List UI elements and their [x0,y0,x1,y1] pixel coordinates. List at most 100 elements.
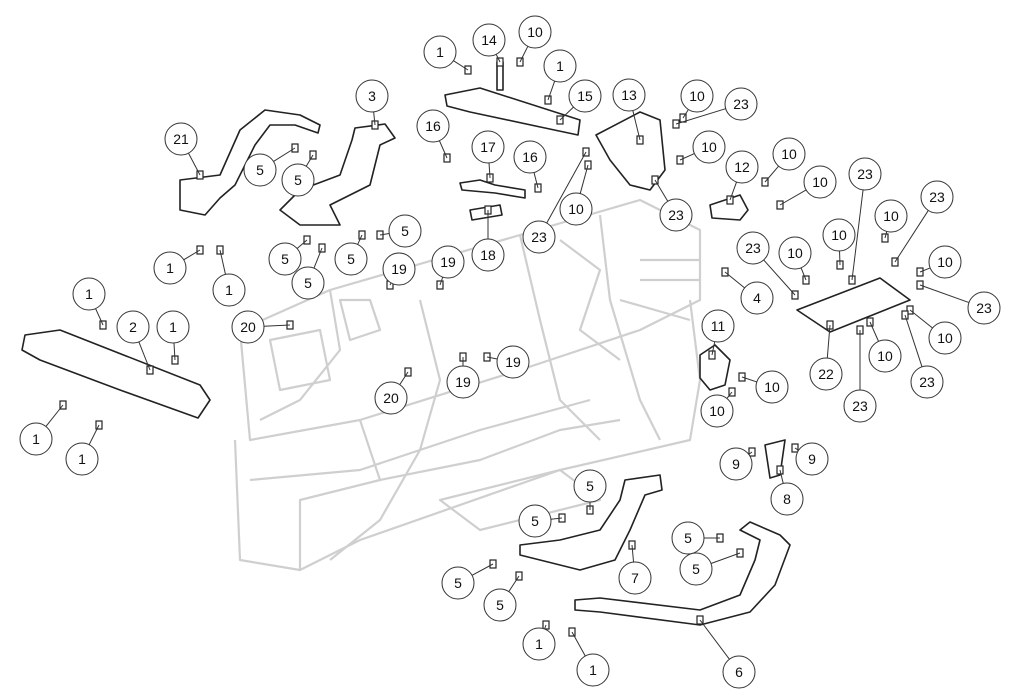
leader-line [631,544,635,563]
callout-number: 5 [496,597,504,613]
callout-5: 5 [573,469,607,503]
callout-7: 7 [618,561,652,595]
leader-line [544,624,547,630]
callout-19: 19 [446,365,480,399]
callout-number: 1 [169,319,177,335]
callout-number: 5 [684,530,692,546]
callout-number: 20 [240,319,256,335]
callout-circle [518,15,552,49]
callout-5: 5 [334,242,368,276]
callout-number: 12 [734,159,750,175]
callout-number: 5 [692,561,700,577]
callout-circle [291,266,325,300]
callout-5: 5 [441,566,475,600]
leader-line [559,106,574,121]
leader-line [724,271,745,289]
leader-line [794,447,799,451]
leader-line [682,109,689,119]
leader-line [88,424,100,445]
leader-line [654,179,669,202]
callout-number: 7 [631,570,639,586]
callout-16: 16 [513,140,547,174]
leader-line [579,164,589,194]
callout-number: 23 [976,300,992,316]
leader-line [919,284,970,304]
callout-circle [722,655,756,689]
callout-5: 5 [679,552,713,586]
callout-circle [573,469,607,503]
callout-circle [472,23,506,57]
callout-21: 21 [164,122,198,156]
callout-number: 22 [818,366,834,382]
callout-circle [268,242,302,276]
leader-line [471,563,494,576]
callout-10: 10 [692,130,726,164]
callout-number: 23 [929,189,945,205]
callout-number: 10 [527,24,543,40]
leader-line [273,147,296,162]
callout-10: 10 [822,218,856,252]
callout-circle [740,281,774,315]
callout-16: 16 [416,109,450,143]
callout-2: 2 [116,310,150,344]
leader-line [219,249,226,275]
callout-1: 1 [543,49,577,83]
callout-circle [568,79,602,113]
leader-line [748,451,753,455]
callout-number: 5 [256,162,264,178]
callout-number: 5 [531,513,539,529]
callout-number: 19 [440,254,456,270]
callout-number: 5 [586,478,594,494]
callout-circle [778,236,812,270]
callout-circle [334,242,368,276]
callout-number: 21 [173,131,189,147]
callout-number: 1 [535,636,543,652]
front-rack-support-3 [279,123,396,226]
callout-circle [388,214,422,248]
callout-circle [755,370,789,404]
leader-line [399,371,409,385]
callout-1: 1 [156,310,190,344]
leader-line [909,309,933,329]
callout-circle [522,627,556,661]
callout-3: 3 [355,79,389,113]
leader-line [800,267,807,281]
callout-10: 10 [928,245,962,279]
callout-9: 9 [795,442,829,476]
callout-1: 1 [576,653,610,687]
callout-circle [680,79,714,113]
callout-10: 10 [700,394,734,428]
leader-line [711,341,716,356]
callout-circle [559,192,593,226]
callout-23: 23 [920,180,954,214]
callout-22: 22 [809,357,843,391]
callout-number: 4 [753,290,761,306]
leader-line [679,153,695,161]
callout-circle [153,251,187,285]
leader-line [571,631,586,657]
leader-line [851,189,864,281]
callout-10: 10 [874,199,908,233]
callout-number: 1 [78,451,86,467]
callout-5: 5 [243,153,277,187]
leader-line [904,314,923,367]
rear-bumper-6 [574,521,791,626]
leader-line [313,247,323,269]
callout-circle [518,504,552,538]
callout-circle [156,310,190,344]
leader-line [919,267,931,273]
callout-circle [692,130,726,164]
callout-number: 19 [505,354,521,370]
leader-line [546,151,587,224]
leader-line [826,324,831,359]
callout-circle [431,245,465,279]
leader-line [729,181,738,201]
callout-number: 17 [480,139,496,155]
callout-circle [471,130,505,164]
callout-circle [701,309,735,343]
bracket-17 [459,179,526,199]
rear-rack-support-7 [519,474,663,571]
callout-circle [231,310,265,344]
callout-circle [243,153,277,187]
